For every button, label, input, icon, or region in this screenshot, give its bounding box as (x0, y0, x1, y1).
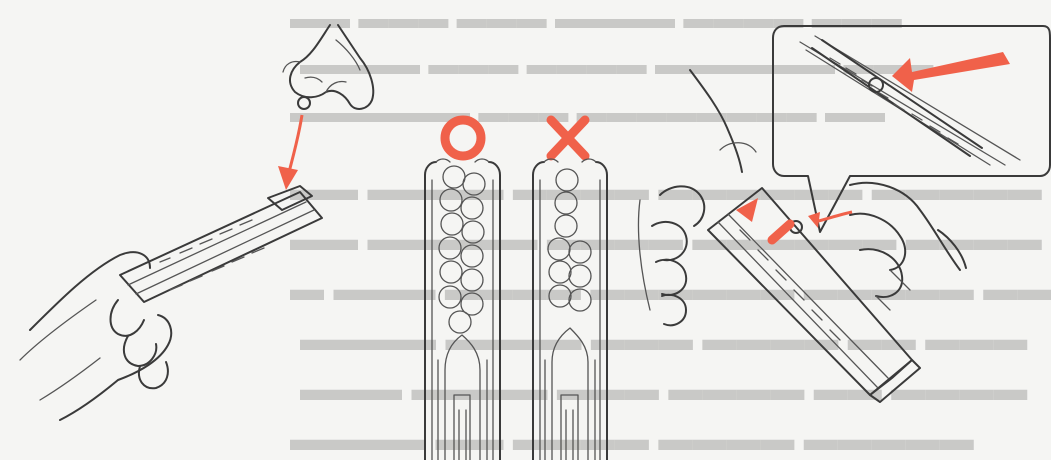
middle-panel-compare (425, 120, 607, 460)
wrong-symbol-icon (551, 120, 585, 156)
insert-arrow-icon (278, 115, 302, 190)
magazine-left (120, 186, 322, 302)
ball-icon (298, 97, 310, 109)
correct-symbol-icon (445, 120, 481, 156)
lower-hand-icon (20, 252, 171, 420)
gripping-hands-icon (638, 70, 966, 325)
right-panel-detail (638, 26, 1050, 402)
tube-wrong (533, 159, 607, 460)
callout-arrow-icon (892, 52, 1010, 92)
upper-hand-icon (283, 25, 373, 109)
left-panel-insert-ball (20, 25, 373, 420)
tube-correct (425, 159, 500, 460)
